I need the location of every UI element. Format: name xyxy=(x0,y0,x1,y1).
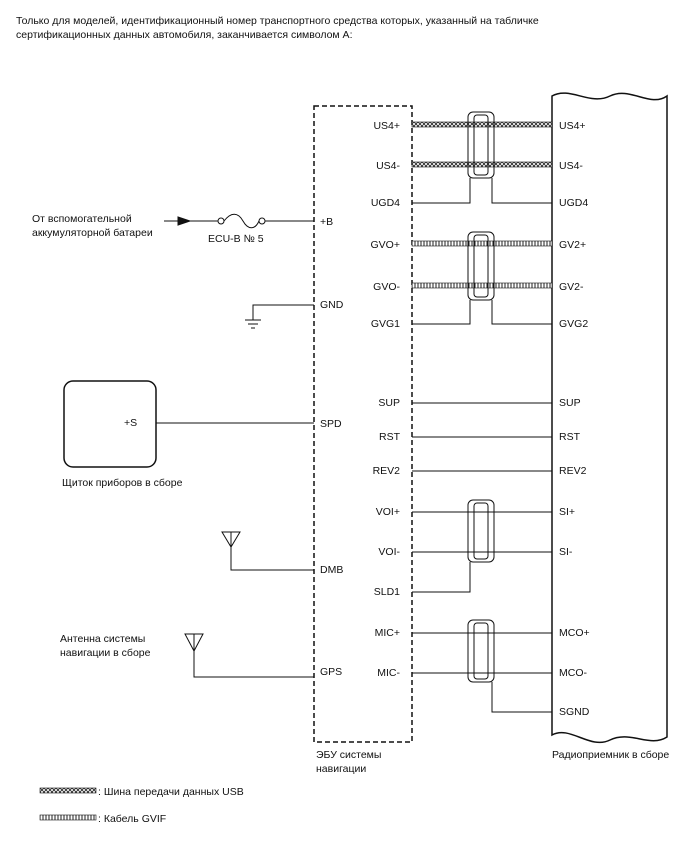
ecu-pin-voi-plus: VOI+ xyxy=(376,506,400,518)
legend-usb-swatch xyxy=(39,787,97,794)
ecu-caption-2: навигации xyxy=(316,763,366,775)
combination-meter-box xyxy=(63,380,157,468)
gps-antenna-icon xyxy=(184,633,314,678)
usb-cable-us4-minus xyxy=(411,161,553,168)
ecu-pin-sld1: SLD1 xyxy=(374,586,400,598)
ecu-pin-rev2: REV2 xyxy=(373,465,401,477)
ecu-pin-voi-minus: VOI- xyxy=(378,546,400,558)
source-label-2: аккумуляторной батареи xyxy=(32,227,153,239)
legend-gvif-swatch xyxy=(39,814,97,821)
radio-pin-gv2-minus: GV2- xyxy=(559,281,584,293)
ecu-right-pins: US4+ US4- UGD4 GVO+ GVO- GVG1 SUP RST RE… xyxy=(371,120,401,679)
ecu-pin-gvo-plus: GVO+ xyxy=(371,239,400,251)
ecu-pin-rst: RST xyxy=(379,431,401,443)
radio-pin-rev2: REV2 xyxy=(559,465,587,477)
ecu-pin-us4-minus: US4- xyxy=(376,160,400,172)
radio-pin-mco-minus: MCO- xyxy=(559,667,587,679)
ecu-navigation-box xyxy=(313,105,413,743)
radio-pin-gvg2: GVG2 xyxy=(559,318,588,330)
gps-antenna-label-2: навигации в сборе xyxy=(60,647,151,659)
radio-receiver-box xyxy=(551,92,668,743)
fuse-label: ECU-B № 5 xyxy=(208,233,264,245)
signal-wires xyxy=(412,178,552,713)
ecu-pin-us4-plus: US4+ xyxy=(373,120,400,132)
radio-pin-us4-plus: US4+ xyxy=(559,120,586,132)
dmb-antenna-icon xyxy=(221,531,314,571)
ecu-pin-plus-b: +B xyxy=(320,216,333,228)
radio-pin-mco-plus: MCO+ xyxy=(559,627,590,639)
fuse-symbol xyxy=(223,213,260,229)
ecu-pin-ugd4: UGD4 xyxy=(371,197,400,209)
radio-pin-rst: RST xyxy=(559,431,581,443)
source-label-1: От вспомогательной xyxy=(32,213,132,225)
legend-gvif-label: : Кабель GVIF xyxy=(98,813,166,825)
ground-symbol xyxy=(245,304,314,329)
radio-pins: US4+ US4- UGD4 GV2+ GV2- GVG2 SUP RST RE… xyxy=(559,120,590,718)
model-note: Только для моделей, идентификационный но… xyxy=(16,15,539,41)
shield-tubes xyxy=(467,111,495,683)
ecu-pin-spd: SPD xyxy=(320,418,342,430)
radio-pin-gv2-plus: GV2+ xyxy=(559,239,586,251)
ecu-caption-1: ЭБУ системы xyxy=(316,749,381,761)
ecu-pin-gvo-minus: GVO- xyxy=(373,281,400,293)
ecu-pin-gvg1: GVG1 xyxy=(371,318,400,330)
radio-pin-sgnd: SGND xyxy=(559,706,590,718)
ecu-left-pins: +B GND SPD DMB GPS xyxy=(320,216,344,678)
ecu-pin-dmb: DMB xyxy=(320,564,343,576)
radio-pin-ugd4: UGD4 xyxy=(559,197,588,209)
ecu-pin-gps: GPS xyxy=(320,666,342,678)
radio-pin-us4-minus: US4- xyxy=(559,160,583,172)
ecu-pin-sup: SUP xyxy=(378,397,400,409)
gvif-cable-plus xyxy=(411,240,553,247)
gvif-cable-minus xyxy=(411,282,553,289)
ecu-pin-mic-plus: MIC+ xyxy=(375,627,400,639)
meter-pin-label: +S xyxy=(124,417,137,429)
ecu-pin-mic-minus: MIC- xyxy=(377,667,400,679)
radio-pin-si-minus: SI- xyxy=(559,546,573,558)
ecu-pin-gnd: GND xyxy=(320,299,344,311)
radio-caption: Радиоприемник в сборе xyxy=(552,749,669,761)
usb-cable-us4-plus xyxy=(411,121,553,128)
power-line xyxy=(164,213,314,229)
gps-antenna-label-1: Антенна системы xyxy=(60,633,145,645)
radio-pin-si-plus: SI+ xyxy=(559,506,575,518)
radio-pin-sup: SUP xyxy=(559,397,581,409)
meter-caption: Щиток приборов в сборе xyxy=(62,477,183,489)
legend-usb-label: : Шина передачи данных USB xyxy=(98,786,244,798)
